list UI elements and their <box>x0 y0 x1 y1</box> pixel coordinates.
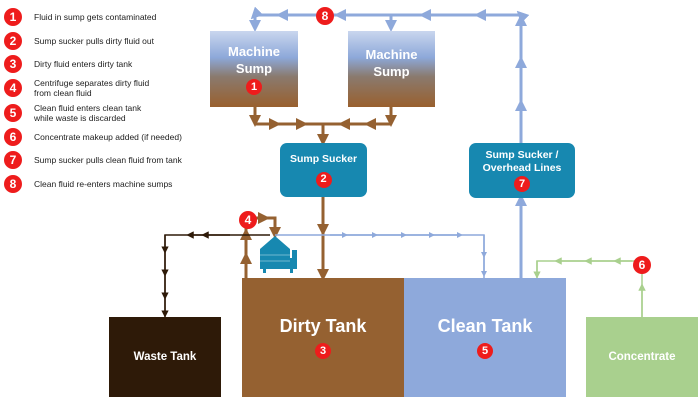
step-badge-centrifuge: 4 <box>239 211 257 229</box>
step-badge: 5 <box>4 104 22 122</box>
legend-item: 4 Centrifuge separates dirty fluid from … <box>4 78 149 98</box>
legend-item: 3 Dirty fluid enters dirty tank <box>4 55 132 73</box>
clean-tank: Clean Tank 5 <box>404 278 566 397</box>
legend-text: Sump sucker pulls clean fluid from tank <box>34 155 182 165</box>
legend-item: 1 Fluid in sump gets contaminated <box>4 8 156 26</box>
legend-text: Concentrate makeup added (if needed) <box>34 132 182 142</box>
concentrate-line <box>533 257 646 317</box>
step-badge: 8 <box>4 175 22 193</box>
machine-sump-left: Machine Sump 1 <box>210 31 298 107</box>
legend-text: Fluid in sump gets contaminated <box>34 12 157 22</box>
machine-sump-right: Machine Sump <box>348 31 435 107</box>
step-badge: 4 <box>4 79 22 97</box>
legend-text: Sump sucker pulls dirty fluid out <box>34 36 154 46</box>
step-badge: 2 <box>315 171 332 188</box>
dirty-tank-label: Dirty Tank <box>279 316 367 336</box>
machine-sump-label: Machine Sump <box>227 44 280 76</box>
legend-text: Centrifuge separates dirty fluid from cl… <box>34 78 150 98</box>
legend-text: Clean fluid enters clean tank while wast… <box>34 103 142 123</box>
legend-text: Dirty fluid enters dirty tank <box>34 59 133 69</box>
waste-tank: Waste Tank <box>109 317 221 397</box>
centrifuge-icon <box>260 236 297 273</box>
waste-line <box>161 231 270 318</box>
step-badge: 7 <box>4 151 22 169</box>
step-badge: 7 <box>514 176 530 192</box>
overhead-lines: Sump Sucker / Overhead Lines 7 <box>469 143 575 198</box>
concentrate-label: Concentrate <box>608 351 676 363</box>
sump-sucker: Sump Sucker 2 <box>280 143 367 197</box>
step-badge: 6 <box>4 128 22 146</box>
step-badge: 3 <box>4 55 22 73</box>
machine-sump-label: Machine Sump <box>365 47 418 79</box>
step-badge: 3 <box>315 343 331 359</box>
sump-sucker-label: Sump Sucker <box>289 152 358 165</box>
dirty-collection-line <box>240 107 397 281</box>
legend-item: 2 Sump sucker pulls dirty fluid out <box>4 32 154 50</box>
waste-tank-label: Waste Tank <box>133 351 197 363</box>
legend-item: 7 Sump sucker pulls clean fluid from tan… <box>4 151 182 169</box>
legend-item: 6 Concentrate makeup added (if needed) <box>4 128 182 146</box>
step-badge: 5 <box>477 343 493 359</box>
overhead-lines-label: Sump Sucker / Overhead Lines <box>482 149 562 174</box>
legend-text: Clean fluid re-enters machine sumps <box>34 179 173 189</box>
concentrate-tank: Concentrate <box>586 317 698 397</box>
centrifuge-clean-line <box>275 232 487 278</box>
step-badge-concentrate: 6 <box>633 256 651 274</box>
step-badge-return: 8 <box>316 7 334 25</box>
step-badge: 1 <box>246 79 262 95</box>
dirty-tank: Dirty Tank 3 <box>242 278 404 397</box>
step-badge: 1 <box>4 8 22 26</box>
clean-tank-label: Clean Tank <box>437 316 533 336</box>
legend-item: 5 Clean fluid enters clean tank while wa… <box>4 103 141 123</box>
legend-item: 8 Clean fluid re-enters machine sumps <box>4 175 172 193</box>
step-badge: 2 <box>4 32 22 50</box>
